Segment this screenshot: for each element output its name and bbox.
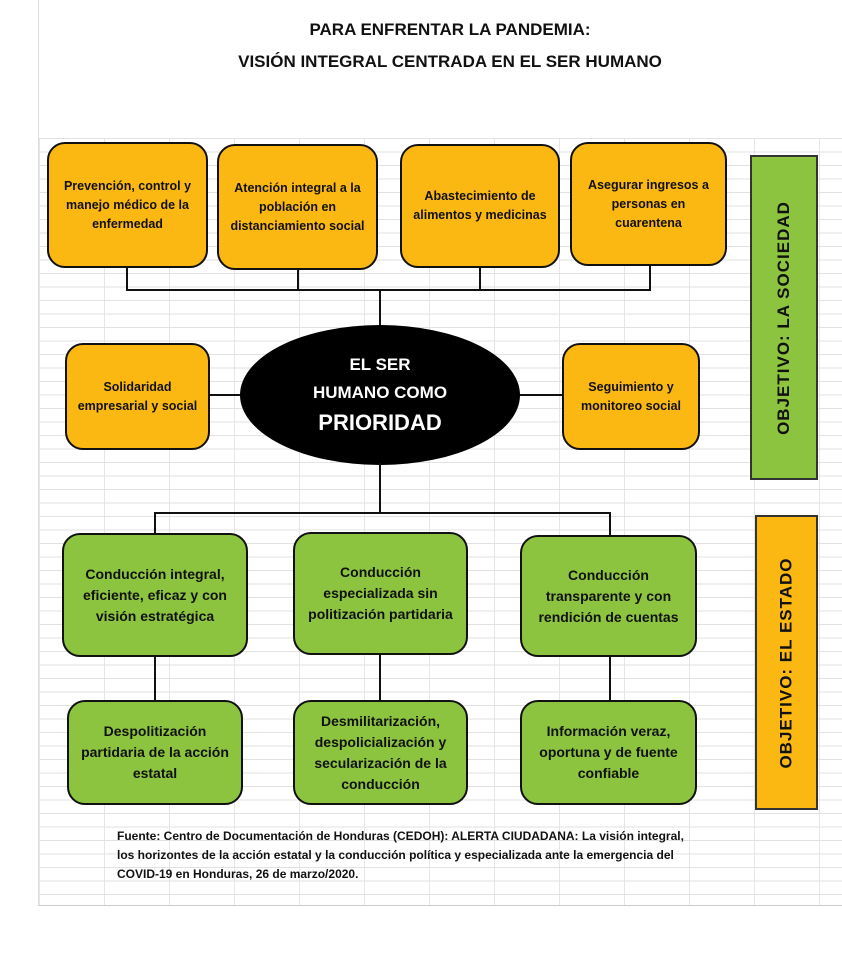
connector: [379, 655, 381, 700]
society-box-supply: Abastecimiento de alimentos y medicinas: [400, 144, 560, 268]
connector: [379, 463, 381, 514]
side-box-solidarity: Solidaridad empresarial y social: [65, 343, 210, 450]
center-line-2: HUMANO COMO: [312, 383, 448, 402]
objective-society-text: OBJETIVO: LA SOCIEDAD: [774, 200, 793, 435]
connector: [609, 657, 611, 700]
connector: [154, 512, 156, 534]
title-line-1: PARA ENFRENTAR LA PANDEMIA:: [309, 20, 591, 39]
state-sub-box-demilitarization: Desmilitarización, despolicialización y …: [293, 700, 468, 805]
state-box-specialized: Conducción especializada sin politizació…: [293, 532, 468, 655]
center-line-3: PRIORIDAD: [318, 410, 442, 435]
connector: [379, 289, 381, 329]
connector: [297, 270, 299, 291]
source-note: Fuente: Centro de Documentación de Hondu…: [117, 829, 684, 881]
connector: [210, 394, 242, 396]
society-box-attention: Atención integral a la población en dist…: [217, 144, 378, 270]
state-box-transparent: Conducción transparente y con rendición …: [520, 535, 697, 657]
connector: [518, 394, 562, 396]
connector: [126, 268, 128, 291]
state-box-integral: Conducción integral, eficiente, eficaz y…: [62, 533, 248, 657]
connector: [649, 266, 651, 291]
objective-state-text: OBJETIVO: EL ESTADO: [776, 556, 796, 769]
state-sub-box-information: Información veraz, oportuna y de fuente …: [520, 700, 697, 805]
side-box-monitoring: Seguimiento y monitoreo social: [562, 343, 700, 450]
objective-society-label: OBJETIVO: LA SOCIEDAD: [750, 155, 818, 480]
connector: [479, 268, 481, 291]
center-line-1: EL SER: [349, 355, 411, 374]
center-ellipse: EL SER HUMANO COMO PRIORIDAD: [240, 325, 520, 465]
title-line-2: VISIÓN INTEGRAL CENTRADA EN EL SER HUMAN…: [238, 52, 662, 71]
society-box-income: Asegurar ingresos a personas en cuarente…: [570, 142, 727, 266]
society-box-prevention: Prevención, control y manejo médico de l…: [47, 142, 208, 268]
connector: [126, 289, 651, 291]
connector: [154, 657, 156, 700]
connector: [154, 512, 611, 514]
state-sub-box-depoliticization: Despolitización partidaria de la acción …: [67, 700, 243, 805]
objective-state-label: OBJETIVO: EL ESTADO: [755, 515, 818, 810]
connector: [609, 512, 611, 536]
